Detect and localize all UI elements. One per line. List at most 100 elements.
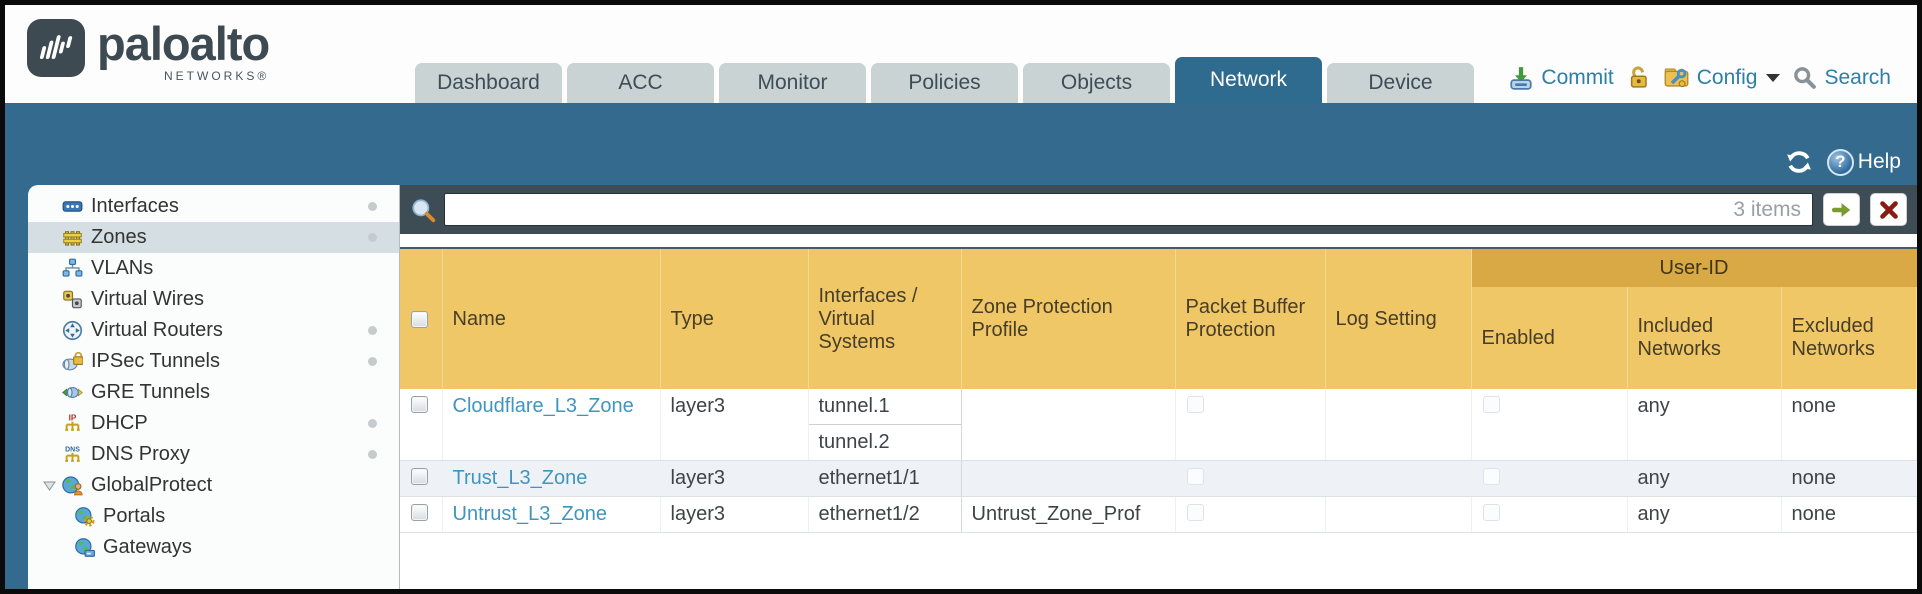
- refresh-icon[interactable]: [1785, 148, 1813, 176]
- filter-input-wrap: 3 items: [444, 193, 1813, 226]
- clear-x-icon: [1879, 200, 1898, 219]
- clear-filter-button[interactable]: [1870, 193, 1907, 226]
- sidebar-item-zones[interactable]: Zones: [28, 222, 399, 253]
- table-row: Trust_L3_Zone layer3 ethernet1/1 any non…: [400, 460, 1917, 497]
- config-label: Config: [1696, 65, 1758, 89]
- column-header-excluded-networks[interactable]: Excluded Networks: [1781, 287, 1917, 389]
- help-icon: ?: [1826, 148, 1854, 176]
- sidebar-item-label: DNS Proxy: [91, 443, 190, 465]
- cell-included-networks: any: [1627, 496, 1782, 533]
- packet-buffer-checkbox[interactable]: [1186, 504, 1204, 521]
- interface-item: tunnel.1: [808, 389, 961, 425]
- user-id-enabled-checkbox[interactable]: [1482, 396, 1500, 413]
- user-id-enabled-checkbox[interactable]: [1482, 468, 1500, 485]
- gateways-icon: [75, 538, 95, 557]
- column-header-packet-buffer[interactable]: Packet Buffer Protection: [1175, 249, 1326, 389]
- zone-name-link[interactable]: Trust_L3_Zone: [442, 460, 661, 497]
- virtual-wires-icon: [63, 290, 82, 309]
- column-header-log-setting[interactable]: Log Setting: [1325, 249, 1472, 389]
- tab-device[interactable]: Device: [1327, 63, 1474, 103]
- cell-interfaces: ethernet1/1: [807, 460, 962, 497]
- sidebar-item-dns-proxy[interactable]: DNS DNS Proxy: [28, 439, 399, 470]
- dhcp-icon: IP: [65, 414, 80, 431]
- svg-text:DNS: DNS: [65, 447, 80, 454]
- sidebar-item-dhcp[interactable]: IP DHCP: [28, 408, 399, 439]
- search-label: Search: [1824, 65, 1891, 89]
- expand-triangle-icon[interactable]: [42, 481, 56, 491]
- search-icon: [1794, 67, 1817, 89]
- status-dot: [368, 233, 377, 242]
- cell-zone-protection: Untrust_Zone_Prof: [961, 496, 1176, 533]
- column-header-name[interactable]: Name: [442, 249, 661, 389]
- row-checkbox[interactable]: [411, 396, 428, 413]
- tab-acc[interactable]: ACC: [567, 63, 714, 103]
- cell-zone-protection: [961, 389, 1176, 461]
- main-panel: 3 items: [400, 185, 1917, 589]
- toolbar-right: ? Help: [1785, 148, 1901, 176]
- status-dot: [368, 450, 377, 459]
- column-header-enabled[interactable]: Enabled: [1471, 287, 1628, 389]
- interfaces-icon: [62, 201, 83, 212]
- filter-input[interactable]: [444, 193, 1813, 226]
- packet-buffer-checkbox[interactable]: [1186, 396, 1204, 413]
- sidebar-item-portals[interactable]: Portals: [28, 501, 399, 532]
- sidebar-item-label: Zones: [91, 226, 147, 248]
- sidebar-item-interfaces[interactable]: Interfaces: [28, 191, 399, 222]
- sidebar-item-label: DHCP: [91, 412, 148, 434]
- main-tab-bar: Dashboard ACC Monitor Policies Objects N…: [415, 57, 1474, 103]
- table-row: Untrust_L3_Zone layer3 ethernet1/2 Untru…: [400, 496, 1917, 533]
- column-header-included-networks[interactable]: Included Networks: [1627, 287, 1782, 389]
- svg-text:IP: IP: [69, 414, 77, 423]
- tab-monitor[interactable]: Monitor: [719, 63, 866, 103]
- column-header-type[interactable]: Type: [660, 249, 809, 389]
- filter-bar: 3 items: [400, 185, 1917, 234]
- column-header-zone-protection[interactable]: Zone Protection Profile: [961, 249, 1176, 389]
- sidebar-item-virtual-wires[interactable]: Virtual Wires: [28, 284, 399, 315]
- interface-item: ethernet1/2: [818, 503, 920, 525]
- gre-tunnels-icon: [62, 387, 83, 398]
- packet-buffer-checkbox[interactable]: [1186, 468, 1204, 485]
- sidebar-item-gre-tunnels[interactable]: GRE Tunnels: [28, 377, 399, 408]
- sidebar-item-label: Interfaces: [91, 195, 179, 217]
- ipsec-tunnels-icon: [62, 351, 83, 371]
- cell-type: layer3: [660, 496, 809, 533]
- sidebar-item-label: GRE Tunnels: [91, 381, 210, 403]
- tab-policies[interactable]: Policies: [871, 63, 1018, 103]
- global-search-button[interactable]: Search: [1792, 65, 1891, 90]
- paloalto-logo: paloalto NETWORKS®: [27, 19, 270, 83]
- sidebar-item-label: Virtual Routers: [91, 319, 223, 341]
- cell-type: layer3: [660, 389, 809, 461]
- cell-interfaces: tunnel.1 tunnel.2: [807, 389, 962, 461]
- help-button[interactable]: ? Help: [1826, 148, 1901, 176]
- lock-icon[interactable]: [1626, 65, 1651, 90]
- select-all-checkbox[interactable]: [411, 310, 428, 328]
- sidebar-item-gateways[interactable]: Gateways: [28, 532, 399, 563]
- sidebar-item-globalprotect[interactable]: GlobalProtect: [28, 470, 399, 501]
- row-checkbox[interactable]: [411, 468, 428, 485]
- cell-excluded-networks: none: [1781, 389, 1917, 461]
- sidebar-item-label: IPSec Tunnels: [91, 350, 220, 372]
- tab-network[interactable]: Network: [1175, 57, 1322, 103]
- tab-objects[interactable]: Objects: [1023, 63, 1170, 103]
- cell-included-networks: any: [1627, 460, 1782, 497]
- zone-name-link[interactable]: Cloudflare_L3_Zone: [442, 389, 661, 461]
- green-arrow-icon: [1831, 202, 1850, 217]
- column-header-interfaces[interactable]: Interfaces / Virtual Systems: [808, 249, 962, 389]
- cell-log-setting: [1325, 460, 1472, 497]
- cell-excluded-networks: none: [1781, 496, 1917, 533]
- sidebar-item-virtual-routers[interactable]: Virtual Routers: [28, 315, 399, 346]
- user-id-enabled-checkbox[interactable]: [1482, 504, 1500, 521]
- zone-name-link[interactable]: Untrust_L3_Zone: [442, 496, 661, 533]
- tab-dashboard[interactable]: Dashboard: [415, 63, 562, 103]
- config-menu-button[interactable]: Config: [1663, 64, 1781, 91]
- row-checkbox[interactable]: [411, 504, 428, 521]
- sidebar-item-ipsec-tunnels[interactable]: IPSec Tunnels: [28, 346, 399, 377]
- sidebar-item-vlans[interactable]: VLANs: [28, 253, 399, 284]
- chevron-down-icon: [1766, 73, 1781, 82]
- apply-filter-button[interactable]: [1823, 193, 1860, 226]
- zones-table: Name Type Interfaces / Virtual Systems Z…: [400, 247, 1917, 533]
- globalprotect-icon: [62, 476, 83, 496]
- waveform-icon: [39, 35, 73, 59]
- commit-button[interactable]: Commit: [1508, 65, 1614, 91]
